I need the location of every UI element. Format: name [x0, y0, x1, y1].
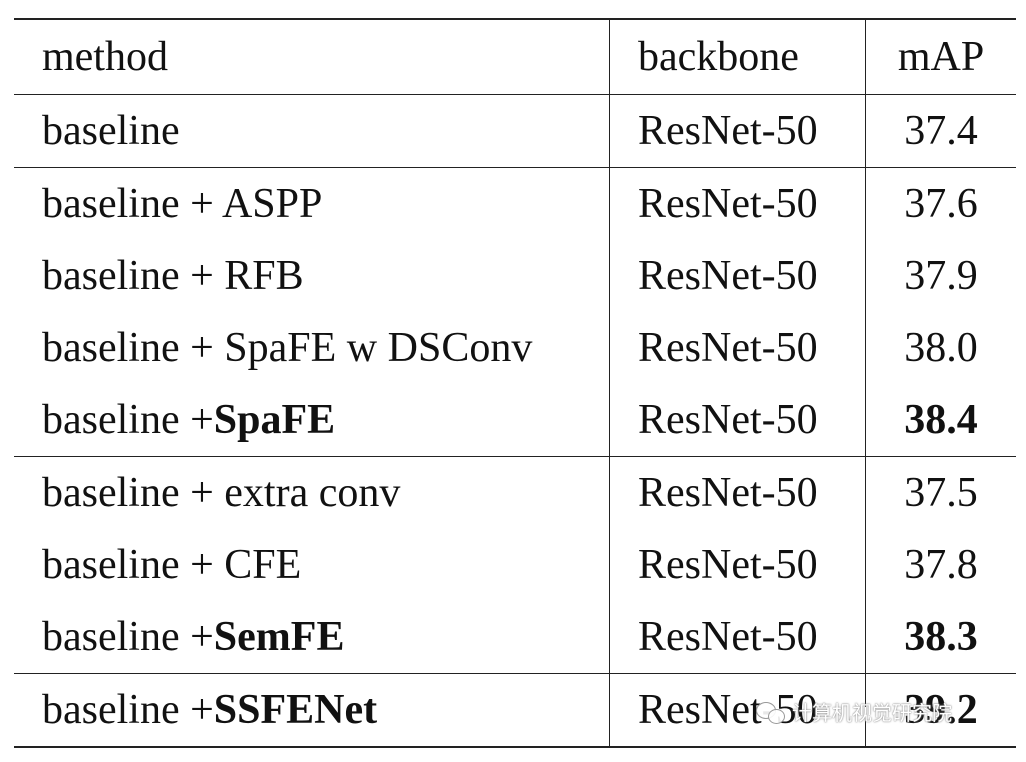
backbone-cell: ResNet-50 [610, 457, 866, 529]
backbone-cell: ResNet-50 [610, 95, 866, 167]
backbone-cell: ResNet-50 [610, 240, 866, 312]
table-row: baseline + SpaFE ResNet-50 38.4 [14, 384, 1016, 456]
map-cell: 38.0 [904, 325, 978, 371]
map-cell: 37.6 [904, 181, 978, 227]
method-cell: baseline + CFE [14, 529, 610, 601]
results-table: method backbone mAP baseline ResNet-50 3… [14, 18, 1016, 748]
table-row: baseline ResNet-50 37.4 [14, 94, 1016, 167]
method-cell: baseline + ASPP [14, 168, 610, 240]
wechat-icon [756, 700, 786, 724]
table-header-row: method backbone mAP [14, 20, 1016, 94]
method-cell: baseline + SSFENet [14, 674, 610, 746]
method-cell: baseline [14, 95, 610, 167]
watermark: 计算机视觉研究院 [756, 697, 952, 726]
table-row: baseline + SSFENet ResNet-50 39.2 [14, 673, 1016, 746]
table-row: baseline + RFB ResNet-50 37.9 [14, 240, 1016, 312]
header-backbone: backbone [610, 20, 866, 94]
watermark-text: 计算机视觉研究院 [792, 701, 952, 725]
map-cell: 37.4 [904, 108, 978, 154]
table-row: baseline + ASPP ResNet-50 37.6 [14, 167, 1016, 240]
method-cell: baseline + SemFE [14, 601, 610, 673]
map-cell: 37.9 [904, 253, 978, 299]
backbone-cell: ResNet-50 [610, 168, 866, 240]
backbone-cell: ResNet-50 [610, 601, 866, 673]
map-cell: 37.8 [904, 542, 978, 588]
header-method: method [14, 20, 610, 94]
table-row: baseline + SemFE ResNet-50 38.3 [14, 601, 1016, 673]
table-row: baseline + SpaFE w DSConv ResNet-50 38.0 [14, 312, 1016, 384]
table-row: baseline + CFE ResNet-50 37.8 [14, 529, 1016, 601]
method-cell: baseline + SpaFE [14, 384, 610, 456]
map-cell: 39.2 [904, 687, 978, 733]
backbone-cell: ResNet-50 [610, 384, 866, 456]
backbone-cell: ResNet-50 [610, 312, 866, 384]
map-cell: 37.5 [904, 470, 978, 516]
method-cell: baseline + RFB [14, 240, 610, 312]
backbone-cell: ResNet-50 [610, 529, 866, 601]
table-row: baseline + extra conv ResNet-50 37.5 [14, 456, 1016, 529]
map-cell: 38.4 [904, 397, 978, 443]
method-cell: baseline + extra conv [14, 457, 610, 529]
header-map: mAP [897, 34, 985, 80]
map-cell: 38.3 [904, 614, 978, 660]
method-cell: baseline + SpaFE w DSConv [14, 312, 610, 384]
backbone-cell: ResNet-50 [610, 674, 866, 746]
